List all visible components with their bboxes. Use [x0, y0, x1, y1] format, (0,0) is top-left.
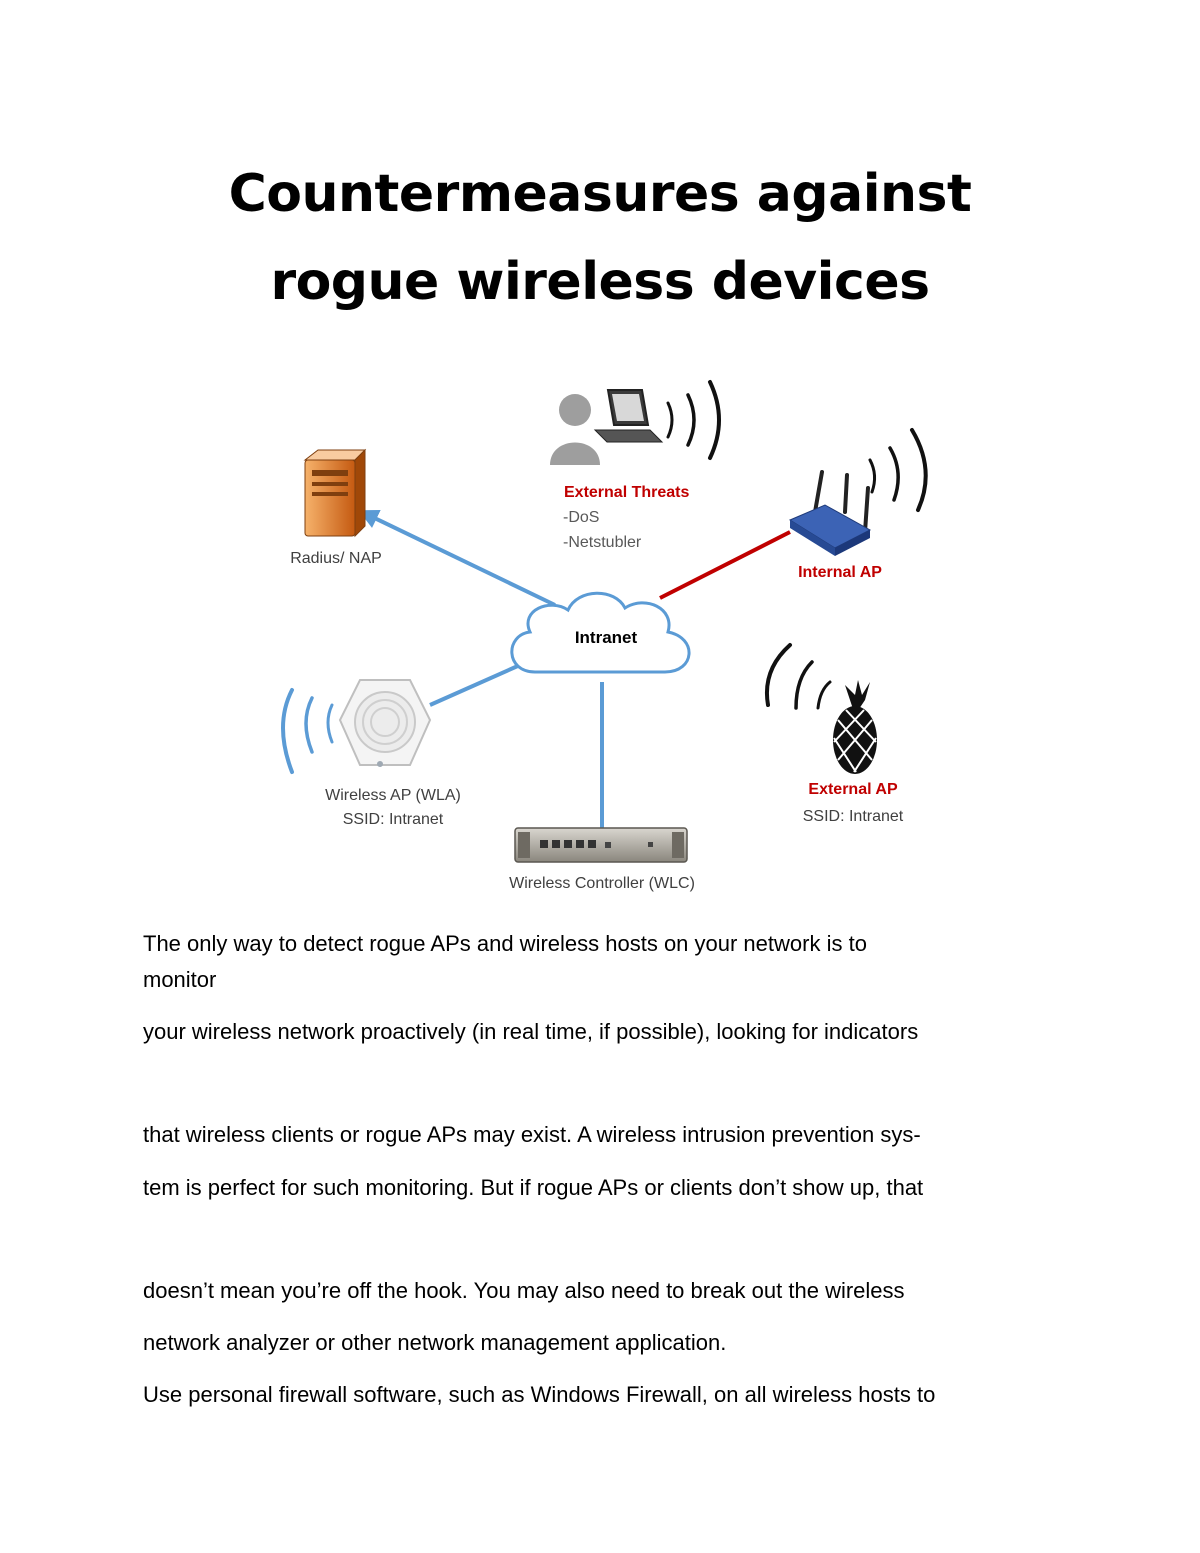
page-title: Countermeasures against rogue wireless d…: [0, 150, 1200, 326]
threat-wireless-waves-icon: [666, 380, 721, 460]
wireless-ap-ssid: SSID: Intranet: [343, 811, 444, 828]
pineapple-icon: [833, 680, 877, 774]
controller-label: Wireless Controller (WLC): [509, 875, 695, 892]
body-line-6: doesn’t mean you’re off the hook. You ma…: [143, 1278, 905, 1303]
radius-label: Radius/ NAP: [290, 550, 382, 567]
external-ap-wireless-waves-icon: [765, 643, 832, 710]
body-line-7: network analyzer or other network manage…: [143, 1330, 727, 1355]
body-line-1: The only way to detect rogue APs and wir…: [143, 931, 867, 956]
external-ap-label: External AP: [808, 781, 898, 798]
wla-wireless-waves-icon: [281, 688, 334, 774]
internal-ap-label: Internal AP: [798, 564, 882, 581]
threat-item-dos: -DoS: [563, 509, 599, 526]
external-ap-ssid: SSID: Intranet: [803, 808, 904, 825]
body-line-4: that wireless clients or rogue APs may e…: [143, 1122, 921, 1147]
router-wireless-waves-icon: [868, 428, 928, 512]
body-line-3: your wireless network proactively (in re…: [143, 1019, 919, 1044]
network-diagram: Intranet Radius/ NAP External Threats -D…: [281, 380, 928, 892]
intranet-label: Intranet: [575, 628, 638, 647]
router-icon: [788, 470, 872, 556]
server-icon: [303, 448, 367, 538]
link-intranet-internal-ap: [659, 530, 791, 600]
title-line-2: rogue wireless devices: [270, 252, 930, 312]
controller-icon: [514, 827, 688, 863]
body-line-2: monitor: [143, 967, 217, 992]
access-point-icon: [338, 679, 432, 767]
link-intranet-radius: [358, 509, 556, 607]
wireless-ap-label: Wireless AP (WLA): [325, 787, 461, 804]
link-intranet-wla: [429, 663, 521, 707]
body-line-8: Use personal firewall software, such as …: [143, 1382, 936, 1407]
threat-item-netstubler: -Netstubler: [563, 534, 642, 551]
body-line-5: tem is perfect for such monitoring. But …: [143, 1175, 924, 1200]
intranet-cloud: Intranet: [510, 591, 691, 674]
attacker-icon: [550, 389, 664, 465]
external-threats-label: External Threats: [564, 484, 689, 501]
title-line-1: Countermeasures against: [228, 164, 972, 224]
